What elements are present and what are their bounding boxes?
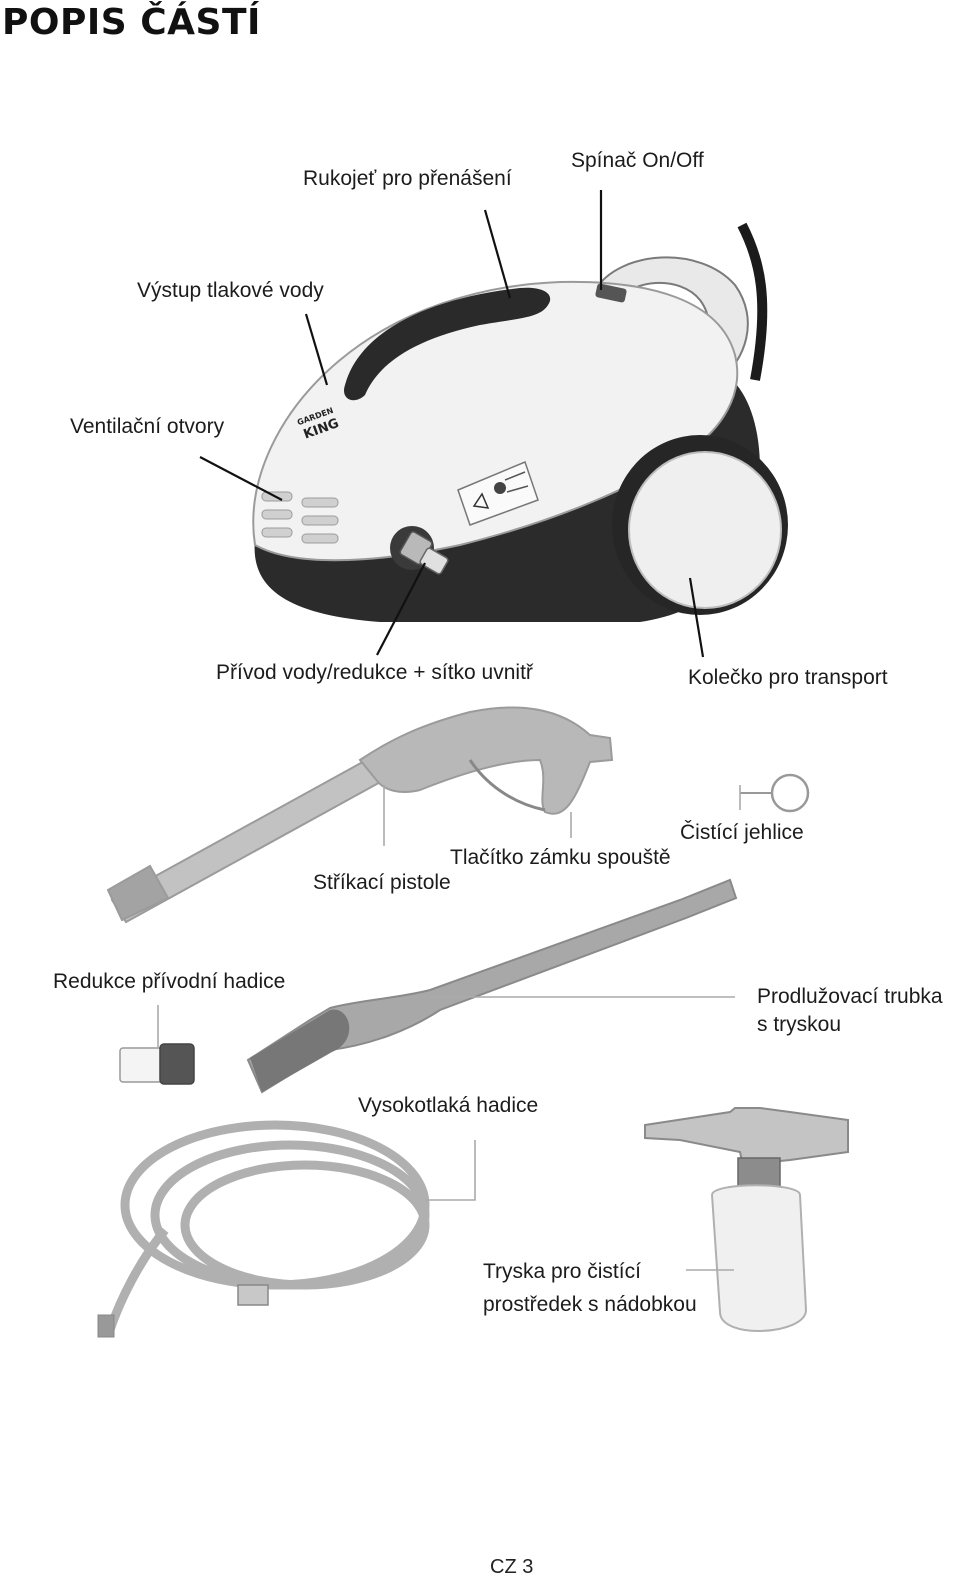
label-inlet-adapter: Redukce přívodní hadice: [53, 969, 285, 994]
inlet-hose-adapter: [120, 1044, 194, 1084]
transport-wheel: [612, 435, 788, 615]
pressure-washer-unit: GARDEN KING: [253, 225, 788, 622]
label-trigger-lock: Tlačítko zámku spouště: [450, 845, 671, 870]
label-carry-handle: Rukojeť pro přenášení: [303, 166, 512, 191]
extension-lance: [248, 880, 736, 1092]
label-high-pressure-hose: Vysokotlaká hadice: [358, 1093, 538, 1118]
label-water-inlet: Přívod vody/redukce + sítko uvnitř: [216, 660, 533, 685]
label-extension-lance: Prodlužovací trubka s tryskou: [757, 983, 943, 1040]
cleaning-needle: [740, 775, 808, 811]
label-transport-wheel: Kolečko pro transport: [688, 665, 888, 690]
label-detergent-nozzle: Tryska pro čistící prostředek s nádobkou: [483, 1256, 697, 1321]
label-cleaning-needle: Čistící jehlice: [680, 820, 804, 845]
page-number: CZ 3: [490, 1556, 533, 1579]
label-spray-gun: Stříkací pistole: [313, 870, 451, 895]
label-on-off-switch: Spínač On/Off: [571, 148, 704, 173]
high-pressure-hose: [98, 1125, 425, 1337]
label-vents: Ventilační otvory: [70, 414, 224, 439]
label-pressure-outlet: Výstup tlakové vody: [137, 278, 324, 303]
